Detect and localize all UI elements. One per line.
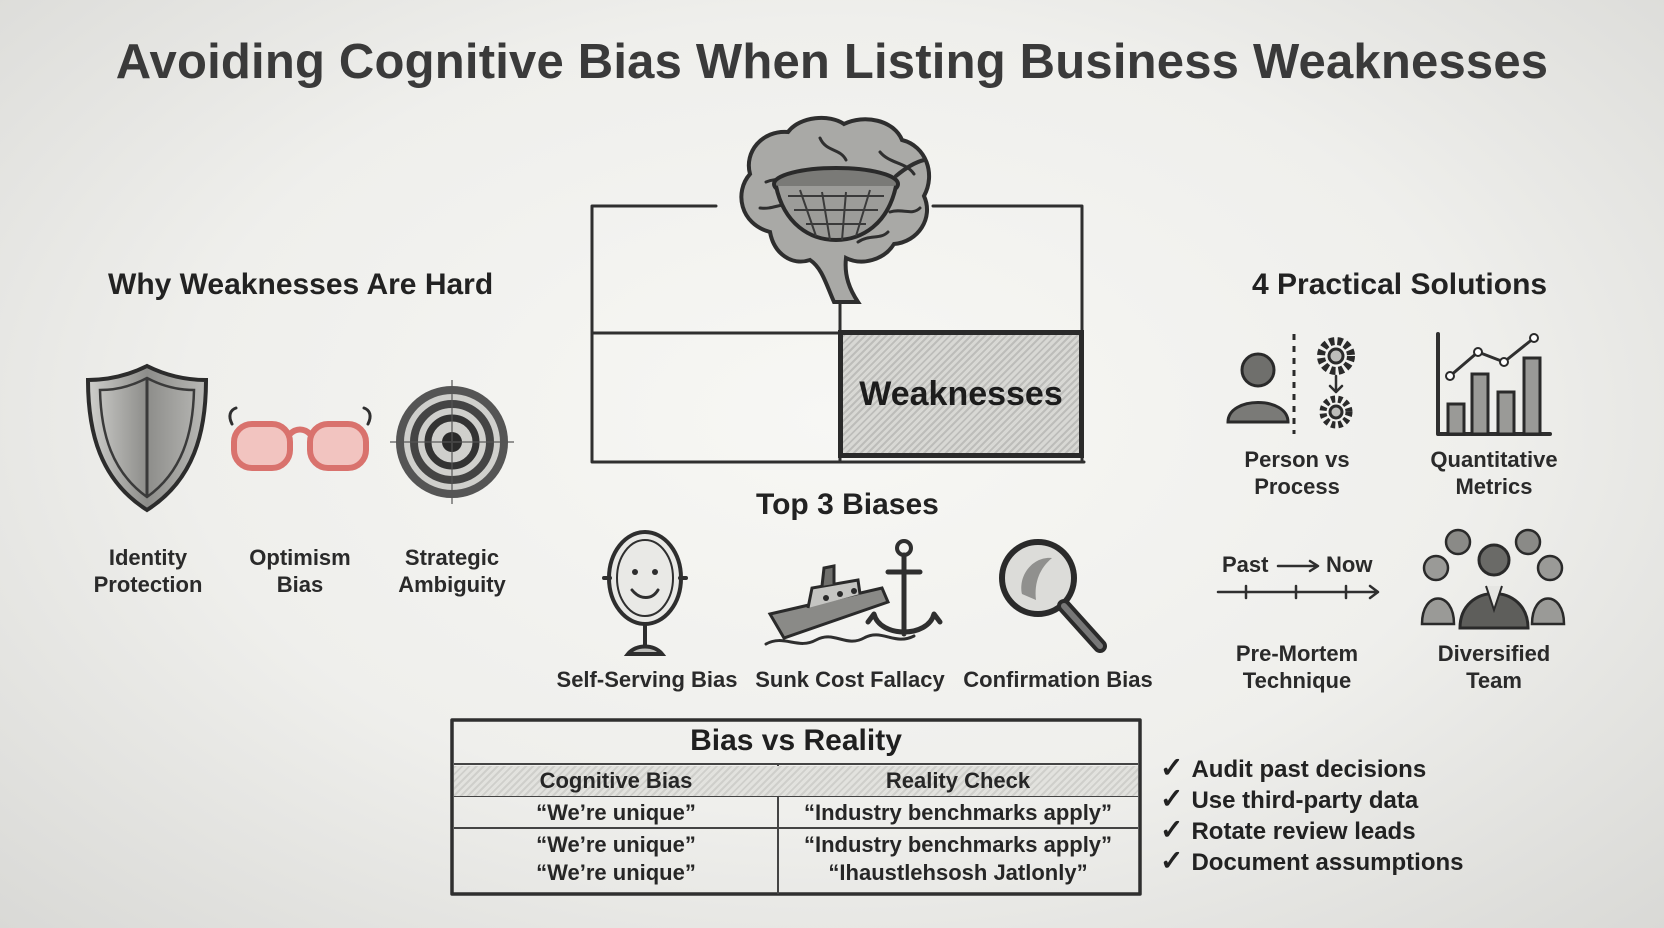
checklist-item: ✓Use third-party data <box>1160 783 1419 814</box>
bias-vs-reality-table: Bias vs Reality <box>450 718 1142 896</box>
page-title: Avoiding Cognitive Bias When Listing Bus… <box>115 35 1549 89</box>
table-cell: “Industry benchmarks apply” <box>803 832 1113 857</box>
header-reality-check: Reality Check <box>885 768 1031 793</box>
timeline-now-label: Now <box>1326 552 1373 577</box>
bar-chart-icon <box>1436 332 1552 436</box>
timeline-past-label: Past <box>1222 552 1269 577</box>
table-cell: “Ihaustlehsosh Jatlonly” <box>828 860 1088 885</box>
table-row: “We’re unique” “Industry benchmarks appl… <box>454 798 1138 828</box>
self-serving-bias-label: Self-Serving Bias <box>556 667 738 692</box>
check-icon: ✓ <box>1160 752 1184 783</box>
check-icon: ✓ <box>1160 783 1184 814</box>
checklist-item: ✓Document assumptions <box>1160 845 1464 876</box>
timeline-icon <box>1216 559 1380 600</box>
table-row: “We’re unique” “Industry benchmarks appl… <box>454 830 1138 860</box>
why-hard-heading: Why Weaknesses Are Hard <box>108 268 494 301</box>
check-icon: ✓ <box>1160 814 1184 845</box>
checklist-item: ✓Rotate review leads <box>1160 814 1416 845</box>
checklist-item: ✓Audit past decisions <box>1160 752 1427 783</box>
confirmation-bias-label: Confirmation Bias <box>963 667 1153 692</box>
sunk-cost-fallacy-label: Sunk Cost Fallacy <box>755 667 945 692</box>
table-header-row: Cognitive Bias Reality Check <box>454 766 1138 796</box>
solutions-heading: 4 Practical Solutions <box>1252 268 1548 301</box>
table-cell: “Industry benchmarks apply” <box>803 800 1113 825</box>
table-title: Bias vs Reality <box>690 724 902 757</box>
table-cell: “We’re unique” <box>536 800 696 825</box>
brain-filter-icon <box>739 115 931 304</box>
check-icon: ✓ <box>1160 845 1184 876</box>
top-biases-heading: Top 3 Biases <box>756 488 939 521</box>
header-cognitive-bias: Cognitive Bias <box>539 768 693 793</box>
glasses-icon <box>228 406 372 471</box>
weaknesses-quadrant: Weaknesses <box>838 330 1084 458</box>
checklist: ✓Audit past decisions ✓Use third-party d… <box>1160 752 1464 876</box>
table-cell: “We’re unique” <box>536 832 696 857</box>
team-icon <box>1420 528 1566 630</box>
table-cell: “We’re unique” <box>536 860 696 885</box>
table-row: “We’re unique” “Ihaustlehsosh Jatlonly” <box>454 858 1138 888</box>
sinking-ship-icon <box>764 539 943 646</box>
target-icon <box>390 380 514 504</box>
person-gears-icon <box>1226 334 1355 434</box>
mirror-icon <box>602 530 688 656</box>
shield-icon <box>85 363 209 513</box>
magnifier-icon <box>999 539 1107 653</box>
